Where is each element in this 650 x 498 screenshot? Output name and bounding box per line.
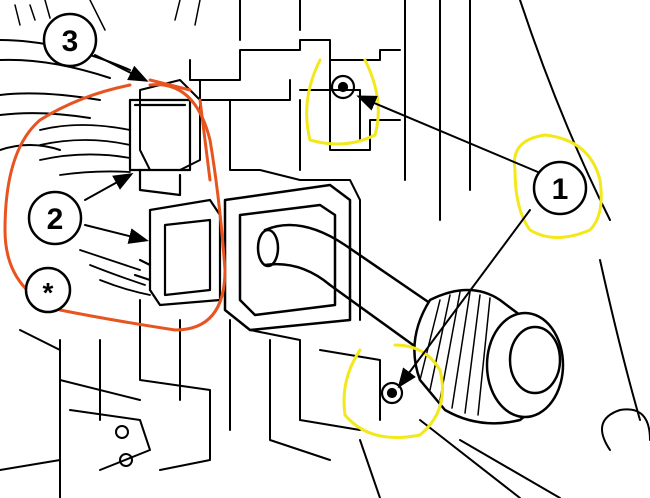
callout-star-label: *	[43, 277, 54, 308]
stalk-knob	[413, 288, 565, 425]
leader-1-upper	[356, 95, 546, 176]
leader-2-upper	[84, 173, 134, 201]
leader-1-lower	[397, 209, 531, 389]
callout-1-label: 1	[552, 173, 569, 206]
screw-upper	[330, 74, 356, 100]
callout-3: 3	[42, 12, 98, 68]
leader-2-lower	[84, 224, 149, 244]
connector-lower	[133, 198, 222, 307]
switch-stalk	[223, 183, 442, 352]
callout-3-label: 3	[62, 25, 79, 58]
orange-highlights	[3, 78, 227, 332]
leader-3	[94, 54, 149, 82]
callout-2-label: 2	[47, 203, 64, 236]
callout-1: 1	[532, 160, 588, 216]
connector-upper	[128, 98, 192, 197]
wire-harness	[39, 124, 151, 296]
screw-lower	[380, 381, 404, 405]
bracket-holes	[115, 425, 133, 467]
leader-lines	[84, 54, 546, 389]
callout-2: 2	[27, 190, 83, 246]
callout-star: *	[24, 266, 72, 314]
